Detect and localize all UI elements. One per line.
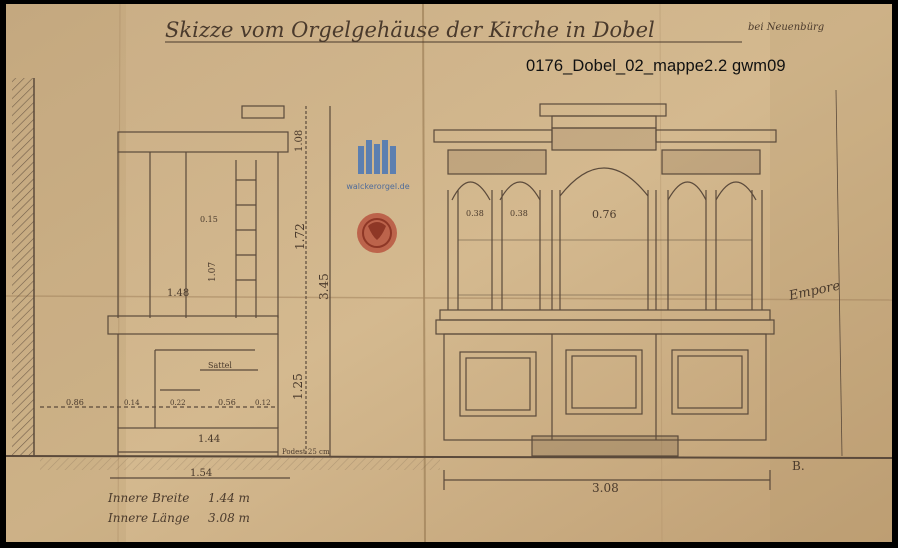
red-seal-icon (357, 213, 397, 253)
label-sattel: Sattel (208, 361, 232, 370)
archive-caption: 0176_Dobel_02_mappe2.2 gwm09 (526, 57, 786, 75)
dim-top-offset: 0.15 (200, 215, 218, 224)
dim-arch-small-2: 0.38 (510, 209, 528, 218)
dim-total-height: 3.45 (317, 273, 331, 300)
dim-inner-height: 1.07 (208, 262, 218, 282)
dim-podest: Podest 25 cm (282, 448, 330, 456)
dim-part-c: 0.56 (218, 398, 236, 407)
dim-left-depth: 0.86 (66, 398, 84, 407)
sketch-title: Skizze vom Orgelgehäuse der Kirche in Do… (165, 18, 655, 42)
dim-arch-small-1: 0.38 (466, 209, 484, 218)
corner-mark: B. (792, 459, 805, 473)
note-laenge-value: 3.08 m (208, 511, 250, 525)
sketch-subtitle: bei Neuenbürg (748, 22, 824, 33)
fold-line-vertical (422, 3, 426, 543)
dim-upper-height: 1.72 (293, 223, 307, 250)
watermark-text: walckerorgel.de (346, 182, 409, 191)
dim-inner-depth: 1.44 (198, 434, 220, 445)
dim-outer-depth: 1.54 (190, 468, 212, 479)
dim-width-total: 3.08 (592, 481, 619, 495)
fold-line-horizontal (5, 295, 893, 301)
dim-part-d: 0.12 (255, 399, 271, 407)
dim-top-height: 1.08 (294, 130, 305, 152)
wall-hatching (12, 78, 34, 456)
side-section-drawing (40, 105, 331, 479)
dim-part-b: 0.22 (170, 399, 186, 407)
front-elevation-drawing (433, 89, 843, 490)
note-breite-label: Innere Breite (107, 491, 189, 505)
dim-lower-height: 1.25 (291, 373, 305, 400)
note-breite-value: 1.44 m (208, 491, 250, 505)
dim-depth-upper: 1.48 (167, 288, 189, 299)
dim-part-a: 0.14 (124, 399, 140, 407)
organ-logo-icon (358, 140, 396, 174)
note-laenge-label: Innere Länge (107, 511, 190, 525)
dim-arch-center: 0.76 (592, 208, 617, 221)
